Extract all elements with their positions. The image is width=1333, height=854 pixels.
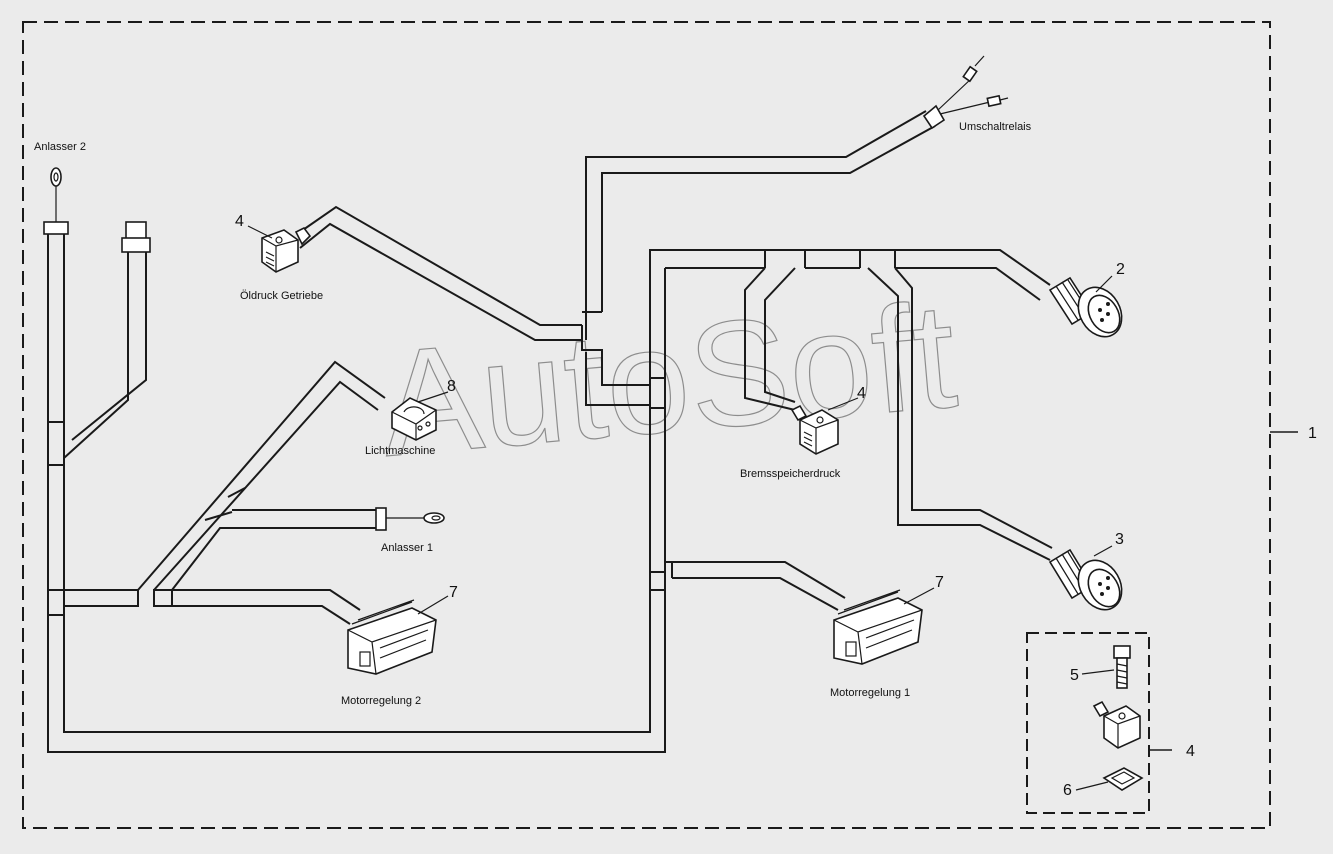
lichtmaschine-plug — [391, 397, 437, 441]
wire-anlasser1 — [232, 509, 378, 529]
label-lichtmaschine: Lichtmaschine — [365, 445, 435, 457]
gasket-part — [1102, 767, 1144, 791]
umschaltrelais-connector — [922, 55, 1009, 130]
motorregelung2-plug — [347, 599, 437, 675]
wire-brems-b — [764, 267, 796, 403]
detail-box — [1026, 632, 1150, 814]
wire-tick — [227, 487, 246, 498]
wire-mr2-a — [48, 589, 139, 607]
wire-center-b — [585, 352, 650, 406]
wire-mr2-c — [172, 605, 351, 625]
callout-number: 6 — [1063, 782, 1072, 799]
callout-leaders — [247, 225, 1115, 791]
brems-valve-plug — [790, 404, 839, 455]
callout-number: 7 — [935, 574, 944, 591]
callout-number: 4 — [1186, 743, 1195, 760]
label-motorregelung-1: Motorregelung 1 — [830, 687, 910, 699]
wire-mr1-b — [672, 577, 839, 611]
wire-relais-a — [585, 110, 927, 340]
callout-number: 5 — [1070, 667, 1079, 684]
wire-mr1-a — [665, 561, 846, 599]
label-bremsspeicherdruck: Bremsspeicherdruck — [740, 468, 841, 480]
wire-conn2-a — [649, 249, 1051, 286]
oeldruck-valve-plug — [261, 226, 312, 273]
wire-center-a — [581, 325, 650, 386]
label-oeldruck-getriebe: Öldruck Getriebe — [240, 290, 323, 302]
left-loop — [63, 270, 651, 733]
round-connector-2 — [1048, 276, 1123, 338]
round-connector-3 — [1048, 548, 1123, 611]
wire-licht-a — [137, 360, 386, 591]
wire-tick — [204, 511, 233, 521]
assembly-frame — [22, 21, 1271, 829]
callout-number: 2 — [1116, 261, 1125, 278]
callout-number: 4 — [857, 385, 866, 402]
anlasser2-cable-lug — [43, 167, 151, 253]
wire-brems-a — [744, 267, 796, 411]
wire-conn3-a — [867, 267, 1051, 561]
harness-wires — [47, 110, 1053, 753]
left-trunk-inner — [63, 232, 129, 461]
wire-junction — [153, 589, 173, 607]
wire-oeldruck-b — [299, 222, 582, 341]
callout-number: 8 — [447, 378, 456, 395]
wire-licht-c — [171, 527, 232, 591]
label-anlasser-2: Anlasser 2 — [34, 141, 86, 153]
callout-number: 4 — [235, 213, 244, 230]
screw-part — [1113, 645, 1131, 689]
wire-splices — [764, 250, 896, 268]
anlasser1-cable-lug — [375, 507, 445, 531]
label-anlasser-1: Anlasser 1 — [381, 542, 433, 554]
label-umschaltrelais: Umschaltrelais — [959, 121, 1032, 133]
watermark: AutoSoft — [374, 270, 962, 488]
callout-number: 7 — [449, 584, 458, 601]
callout-number: 1 — [1308, 425, 1317, 442]
label-motorregelung-2: Motorregelung 2 — [341, 695, 421, 707]
motorregelung1-plug — [833, 589, 923, 665]
wire-licht-b — [153, 380, 379, 591]
detail-valve-plug — [1092, 700, 1141, 749]
left-branch — [71, 252, 147, 441]
wire-oeldruck-a — [299, 205, 582, 326]
wire-conn3-b — [894, 267, 1053, 549]
wire-mr2-b — [172, 589, 361, 611]
wire-conn2-b — [665, 267, 1041, 301]
left-trunk-wire — [47, 232, 666, 753]
callout-number: 3 — [1115, 531, 1124, 548]
wire-relais-b — [601, 125, 936, 312]
